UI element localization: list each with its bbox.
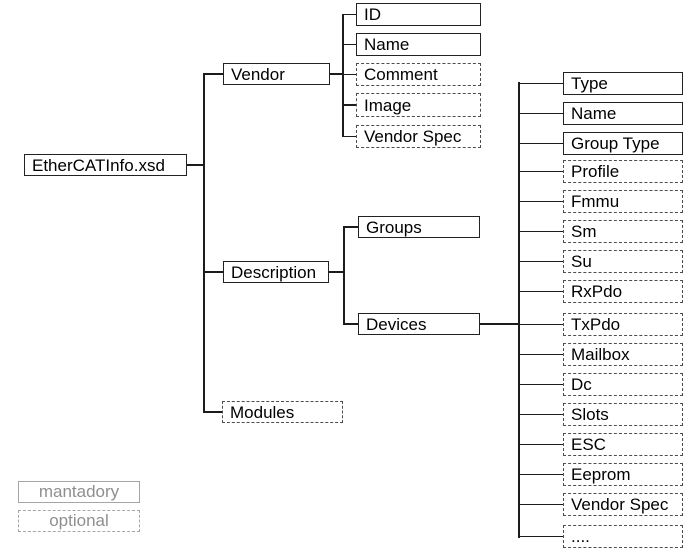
connector-line xyxy=(517,82,521,538)
connector-line xyxy=(204,411,224,413)
connector-line xyxy=(187,164,204,166)
connector-line xyxy=(519,443,565,446)
node-vendor: Vendor xyxy=(223,63,330,85)
connector-line xyxy=(343,135,358,138)
connector-line xyxy=(519,112,565,115)
connector-line xyxy=(519,290,565,293)
node-txpdo: TxPdo xyxy=(563,313,683,336)
connector-line xyxy=(519,413,565,416)
node-esc: ESC xyxy=(563,433,683,456)
connector-line xyxy=(519,230,565,233)
node-vendorspec2: Vendor Spec xyxy=(563,493,683,516)
connector-line xyxy=(519,142,565,145)
node-mailbox: Mailbox xyxy=(563,343,683,366)
node-sm: Sm xyxy=(563,220,683,243)
legend-optional-box: optional xyxy=(18,510,140,532)
node-comment: Comment xyxy=(356,63,481,86)
connector-line xyxy=(519,473,565,476)
connector-line xyxy=(519,170,565,173)
connector-line xyxy=(344,226,360,228)
connector-line xyxy=(343,43,358,46)
connector-line xyxy=(519,323,565,326)
connector-line xyxy=(519,535,565,538)
node-name2: Name xyxy=(563,102,683,125)
node-modules: Modules xyxy=(222,401,343,423)
node-fmmu: Fmmu xyxy=(563,190,683,213)
connector-line xyxy=(204,73,225,75)
node-vendorspec1: Vendor Spec xyxy=(356,125,481,148)
node-ethercatinfo: EtherCATInfo.xsd xyxy=(24,154,187,176)
node-image: Image xyxy=(356,93,481,117)
connector-line xyxy=(519,260,565,263)
node-type: Type xyxy=(563,72,683,95)
connector-line xyxy=(519,353,565,356)
connector-line xyxy=(519,383,565,386)
node-dots: .... xyxy=(563,525,683,548)
connector-line xyxy=(342,13,344,138)
node-description: Description xyxy=(223,261,329,283)
node-eeprom: Eeprom xyxy=(563,463,683,486)
node-devices: Devices xyxy=(358,313,480,335)
connector-line xyxy=(343,104,358,106)
connector-line xyxy=(203,73,205,413)
node-groups: Groups xyxy=(358,216,480,238)
connector-line xyxy=(480,322,519,326)
connector-line xyxy=(204,271,225,273)
connector-line xyxy=(519,200,565,203)
connector-line xyxy=(519,503,565,506)
legend-mandatory-box: mantadory xyxy=(18,481,140,503)
node-slots: Slots xyxy=(563,403,683,426)
node-dc: Dc xyxy=(563,373,683,396)
connector-line xyxy=(344,323,360,325)
node-name1: Name xyxy=(356,33,481,56)
connector-line xyxy=(330,73,343,75)
connector-line xyxy=(343,13,358,16)
node-su: Su xyxy=(563,250,683,273)
node-grouptype: Group Type xyxy=(563,132,683,155)
connector-line xyxy=(329,271,344,273)
node-profile: Profile xyxy=(563,160,683,183)
connector-line xyxy=(343,226,345,325)
connector-line xyxy=(343,73,358,76)
node-rxpdo: RxPdo xyxy=(563,280,683,303)
node-id: ID xyxy=(356,3,481,26)
connector-line xyxy=(519,82,565,85)
